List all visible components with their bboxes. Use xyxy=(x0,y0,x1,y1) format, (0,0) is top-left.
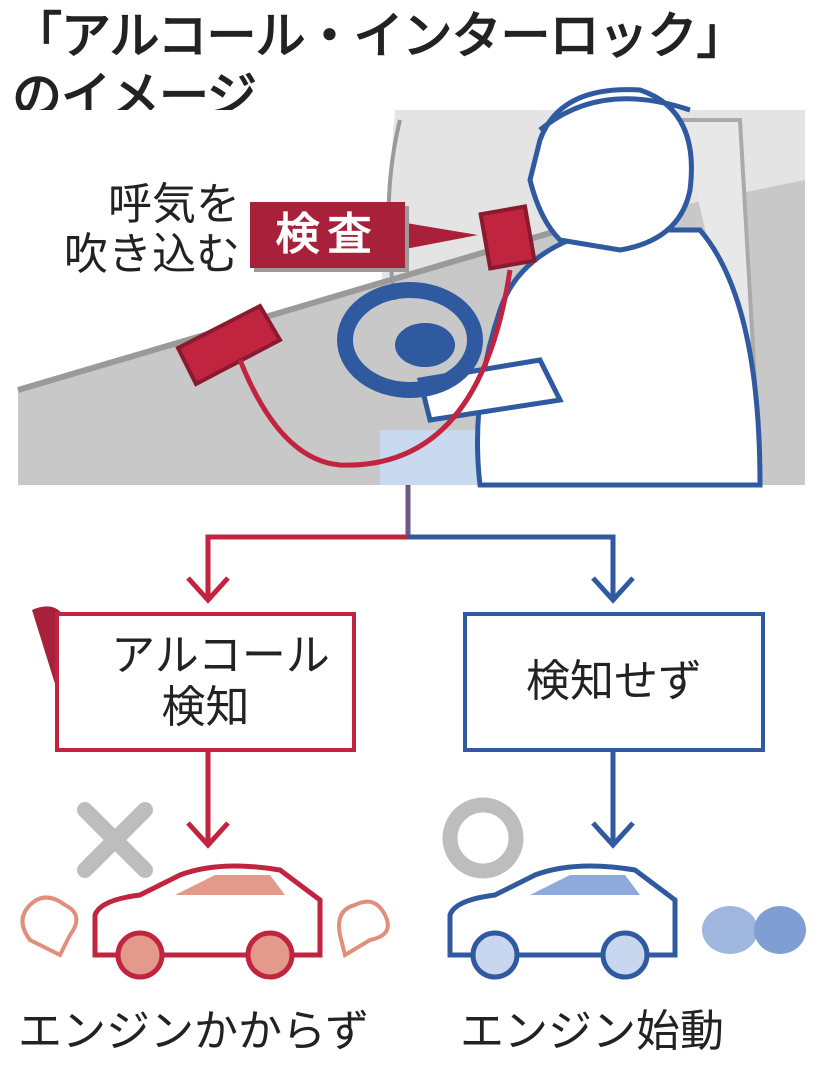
car-red-icon xyxy=(20,863,390,980)
caption-line-2: 吹き込む xyxy=(64,229,240,280)
steering-wheel-illustration xyxy=(337,282,483,398)
x-mark-icon xyxy=(77,802,153,878)
circle-mark-icon xyxy=(442,797,524,879)
engine-starts-label: エンジン始動 xyxy=(460,1006,724,1057)
not-detected-label: 検知せず xyxy=(526,656,702,707)
title-line-1: 「アルコール・インターロック」 xyxy=(12,7,746,65)
breathalyzer-device-illustration xyxy=(175,204,537,468)
alcohol-detected-box: アルコール 検知 xyxy=(55,612,356,752)
alcohol-detected-line2: 検知 xyxy=(161,682,250,733)
engine-wont-start-label: エンジンかからず xyxy=(18,1006,370,1057)
flow-connector xyxy=(186,485,635,849)
alcohol-detected-line1: アルコール xyxy=(111,630,330,681)
tag-pointer xyxy=(400,222,478,250)
car-blue-icon xyxy=(447,863,806,980)
inspection-tag: 検査 xyxy=(250,202,405,268)
caption-line-1: 呼気を xyxy=(108,179,240,230)
not-detected-box: 検知せず xyxy=(463,612,765,752)
